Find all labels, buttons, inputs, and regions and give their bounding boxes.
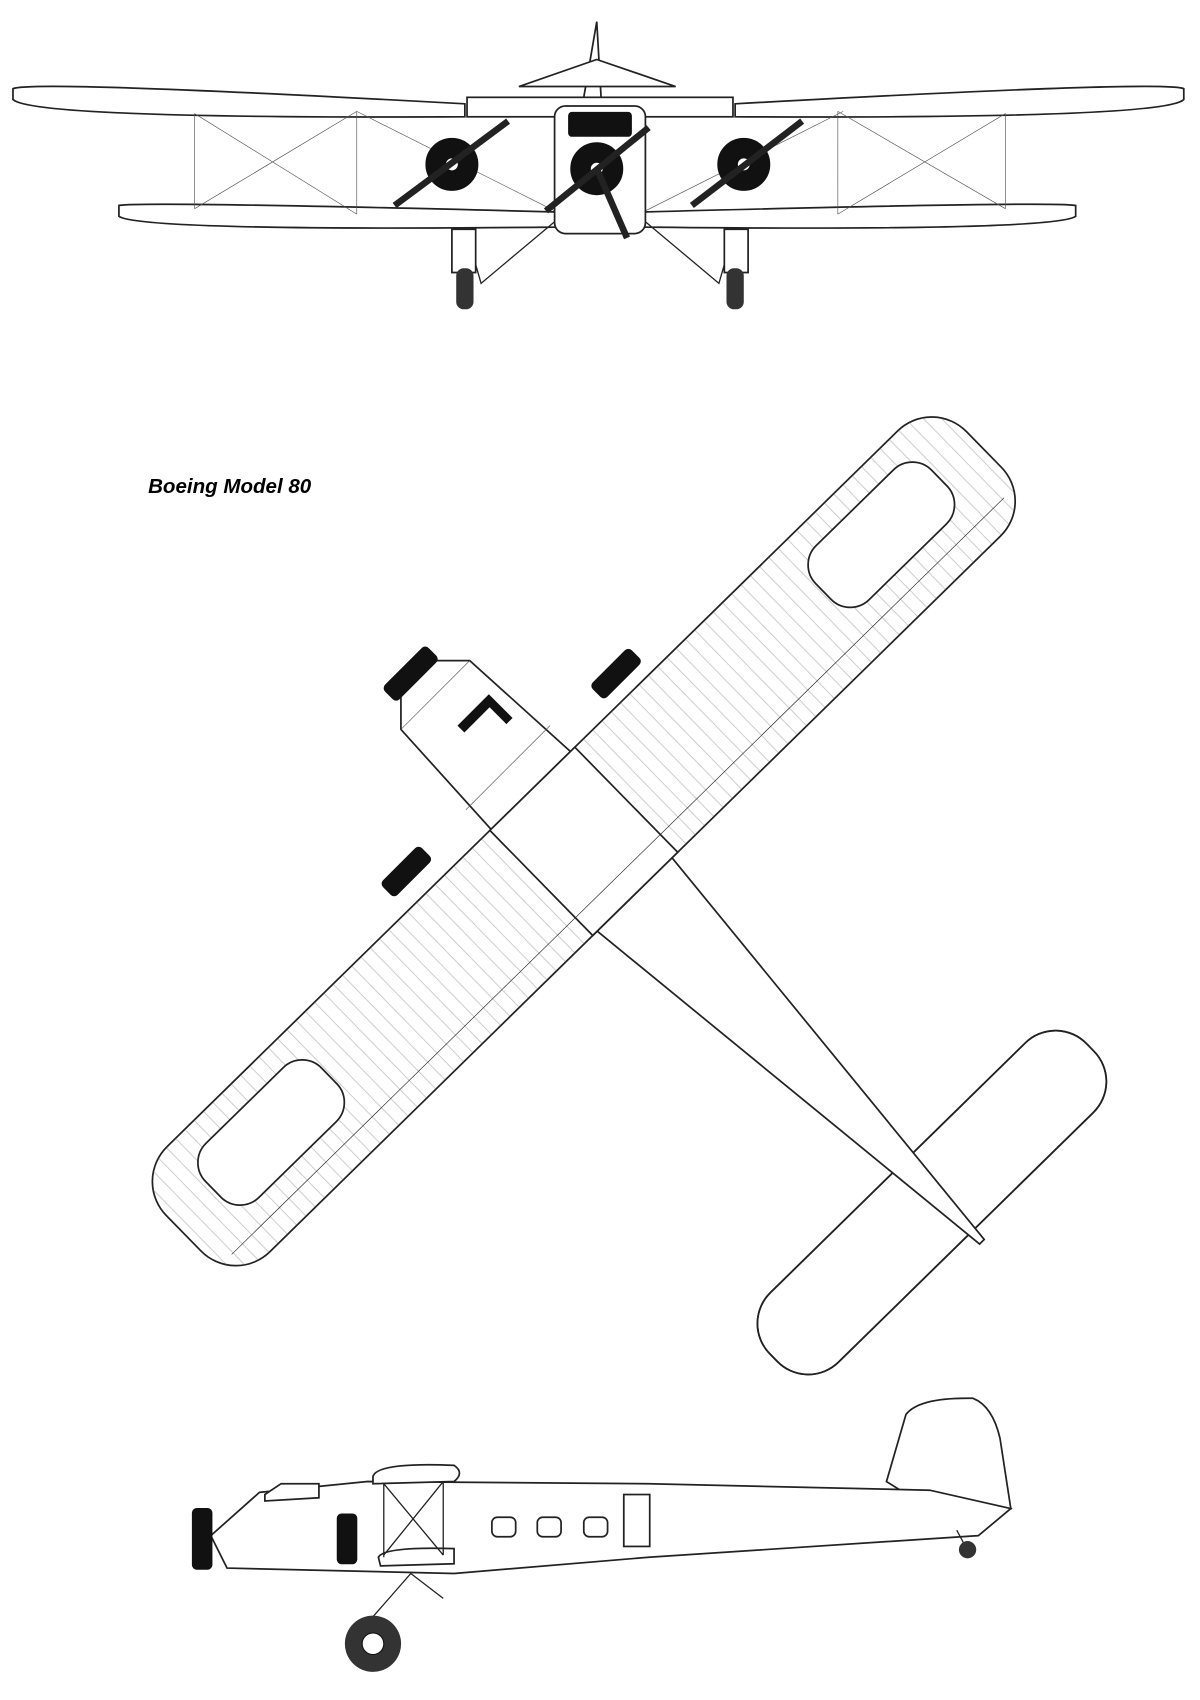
plan-view	[151, 416, 1108, 1376]
cockpit-windows	[264, 1482, 320, 1502]
upper-wing-side	[372, 1463, 461, 1485]
nose-engine-side	[191, 1508, 213, 1570]
wheel-right	[726, 268, 744, 310]
cabin-window	[582, 1516, 609, 1538]
engine-right-plan	[591, 648, 641, 699]
cabin-door	[622, 1493, 651, 1548]
engine-center	[543, 125, 651, 240]
cockpit-window	[568, 111, 632, 137]
wheel-left	[456, 268, 474, 310]
fin-side	[885, 1397, 1012, 1510]
lower-wing-right	[642, 203, 1077, 229]
wing-plan	[151, 416, 1017, 1267]
engine-left-plan	[381, 846, 432, 897]
upper-wing-right	[734, 85, 1185, 118]
upper-wing-left	[12, 85, 466, 118]
side-view	[191, 1397, 1013, 1672]
wing-engine-side	[336, 1513, 358, 1565]
fuselage-side	[209, 1480, 1013, 1575]
drawing-title: Boeing Model 80	[148, 475, 312, 498]
cabin-window	[491, 1516, 517, 1538]
lower-wing-side	[377, 1547, 455, 1567]
engine-left	[392, 118, 511, 209]
tail-wheel	[958, 1541, 977, 1559]
engine-right	[689, 118, 805, 209]
front-view	[12, 21, 1185, 310]
engine-nose-plan	[383, 646, 438, 701]
cabin-window	[536, 1516, 562, 1538]
lower-wing-left	[118, 203, 558, 229]
